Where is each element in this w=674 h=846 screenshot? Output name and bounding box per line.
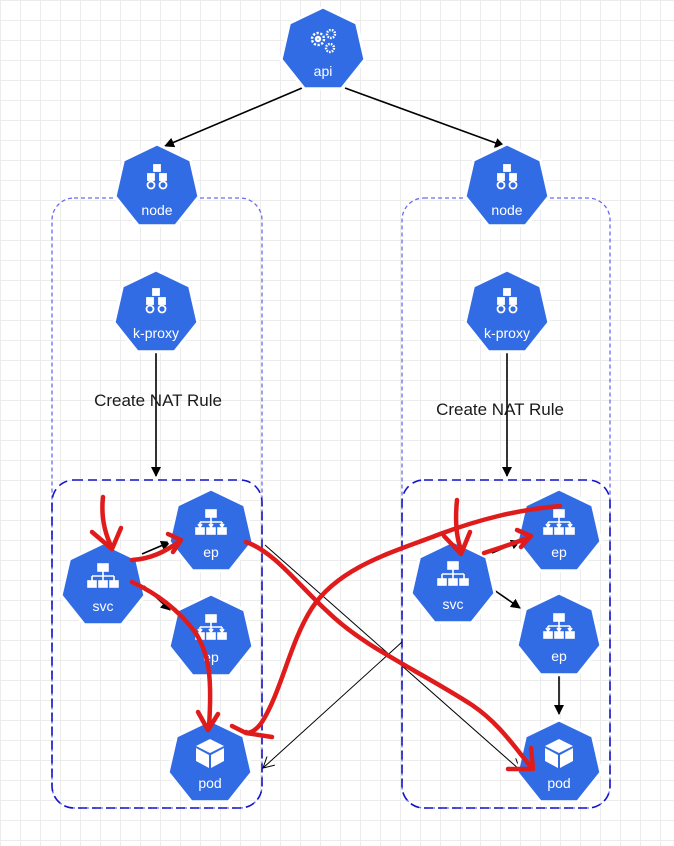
node-left[interactable]: node xyxy=(113,142,201,228)
cubes-gears-icon xyxy=(145,288,167,314)
pod-right[interactable]: pod xyxy=(515,718,603,804)
svc-left[interactable]: svc xyxy=(59,541,147,627)
edge-api-to-node-right xyxy=(344,87,505,148)
annotation-svc-to-pod-left xyxy=(129,579,213,730)
edge-api-to-node-left xyxy=(164,87,303,148)
svc-left-label: svc xyxy=(93,598,114,614)
kproxy-right-label: k-proxy xyxy=(484,325,530,341)
svc-right[interactable]: svc xyxy=(409,539,497,625)
hierarchy-arrows-icon xyxy=(543,509,575,535)
cubes-gears-icon xyxy=(496,288,518,314)
ep-left-2[interactable]: ep xyxy=(167,592,255,678)
edge-svc-to-ep2-right xyxy=(493,589,521,609)
ep-right-2-label: ep xyxy=(551,648,567,664)
annotation-entry-svc-left-head xyxy=(89,525,124,552)
annotation-entry-svc-right-head xyxy=(441,529,473,557)
node-left-label: node xyxy=(141,202,172,218)
service-group-right xyxy=(401,479,611,809)
ep-left-1[interactable]: ep xyxy=(167,487,255,573)
kproxy-left[interactable]: k-proxy xyxy=(112,268,200,354)
hierarchy-arrows-icon xyxy=(195,509,227,535)
annotation-ep1-right-to-pod-left-head xyxy=(229,723,275,740)
ep-right-1-label: ep xyxy=(551,544,567,560)
cube-icon xyxy=(196,739,224,768)
node-right[interactable]: node xyxy=(463,142,551,228)
hierarchy-icon xyxy=(87,563,119,588)
pod-left[interactable]: pod xyxy=(166,718,254,804)
cubes-gears-icon xyxy=(146,164,168,190)
annotation-entry-svc-left xyxy=(100,494,115,551)
annotation-ep1-left-to-pod-right-head xyxy=(505,745,536,772)
ep-right-1[interactable]: ep xyxy=(515,487,603,573)
ep-left-1-label: ep xyxy=(203,544,219,560)
annotation-svc-to-ep1-right-head xyxy=(514,527,534,550)
api-node[interactable]: api xyxy=(279,5,367,91)
cubes-gears-icon xyxy=(496,164,518,190)
nat-rule-label-left: Create NAT Rule xyxy=(94,391,222,410)
node-right-label: node xyxy=(491,202,522,218)
edge-svc-right-to-pod-left xyxy=(263,641,403,768)
edge-svc-to-ep1-left xyxy=(141,540,171,555)
api-label: api xyxy=(314,63,333,79)
annotation-ep1-left-to-pod-right xyxy=(243,539,535,771)
annotation-svc-to-pod-left-head xyxy=(195,709,221,733)
ep-right-2[interactable]: ep xyxy=(515,591,603,677)
service-group-left xyxy=(51,479,263,809)
annotation-ep1-right-to-pod-left xyxy=(243,503,563,735)
hierarchy-arrows-icon xyxy=(543,613,575,639)
kproxy-left-label: k-proxy xyxy=(133,325,179,341)
annotation-svc-to-ep1-left-head xyxy=(165,531,184,555)
pod-right-label: pod xyxy=(547,775,570,791)
hierarchy-icon xyxy=(437,561,469,586)
pod-left-label: pod xyxy=(198,775,221,791)
svc-right-label: svc xyxy=(443,596,464,612)
gears-icon xyxy=(310,28,337,54)
kproxy-right[interactable]: k-proxy xyxy=(463,268,551,354)
nat-rule-label-right: Create NAT Rule xyxy=(436,400,564,419)
cube-icon xyxy=(545,739,573,768)
